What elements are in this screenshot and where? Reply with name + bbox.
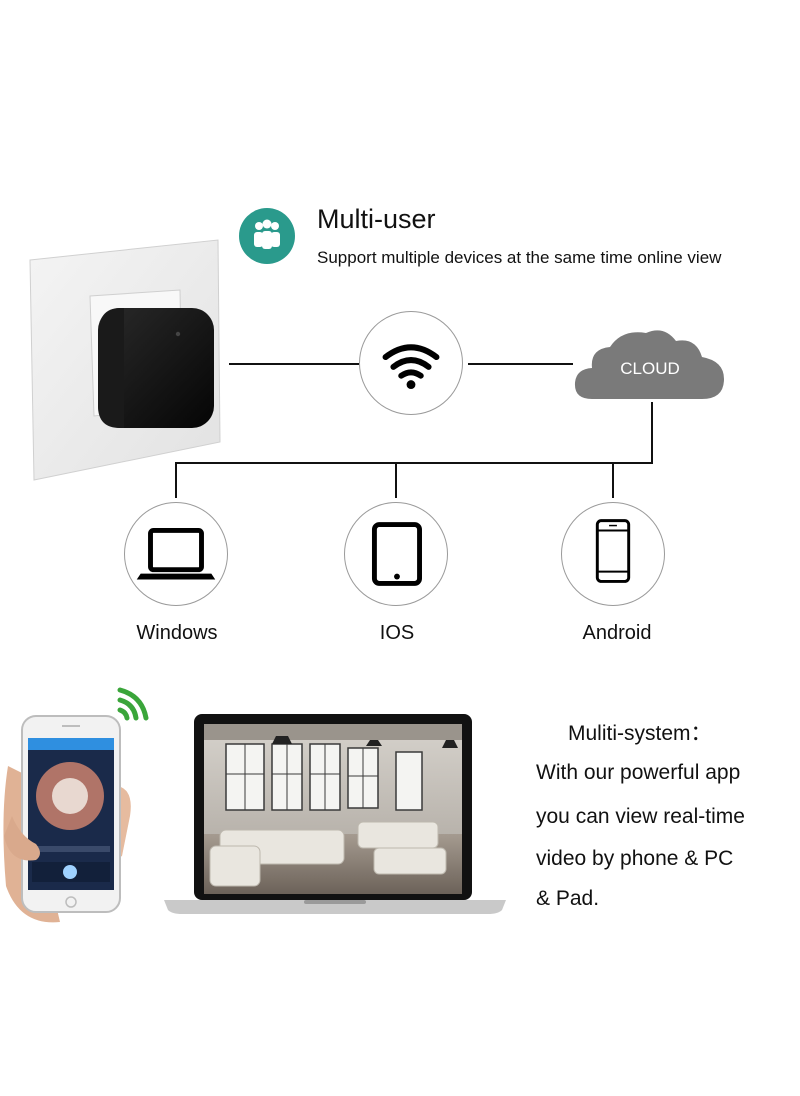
wifi-icon	[382, 344, 440, 389]
cloud-node: CLOUD	[572, 325, 728, 403]
android-node	[561, 502, 665, 606]
connector-socket-wifi	[229, 363, 359, 365]
page-title: Multi-user	[317, 204, 436, 234]
multi-system-line-1: With our powerful app	[536, 761, 741, 784]
tablet-icon	[371, 522, 422, 586]
connector-cloud-down	[651, 402, 653, 464]
connector-windows	[175, 462, 177, 498]
multi-user-icon	[239, 208, 295, 264]
phone-app-image	[0, 686, 150, 926]
page-subtitle: Support multiple devices at the same tim…	[317, 248, 722, 267]
wifi-node	[359, 311, 463, 415]
device-label-windows: Windows	[136, 622, 218, 644]
device-label-android: Android	[582, 622, 652, 644]
ios-node	[344, 502, 448, 606]
laptop-icon	[136, 528, 216, 580]
wall-socket-camera-image	[28, 236, 224, 482]
wifi-signal-icon	[117, 687, 149, 721]
cloud-icon	[574, 330, 724, 399]
device-label-ios: IOS	[379, 622, 415, 644]
connector-ios	[395, 462, 397, 498]
laptop-live-view-image	[164, 714, 506, 914]
connector-wifi-cloud	[468, 363, 573, 365]
connector-android	[612, 462, 614, 498]
windows-node	[124, 502, 228, 606]
cloud-label: CLOUD	[620, 359, 680, 378]
multi-system-title: Muliti-system：	[568, 722, 712, 745]
multi-system-line-4: & Pad.	[536, 887, 600, 910]
multi-system-line-3: video by phone & PC	[536, 847, 734, 870]
connector-bus	[175, 462, 653, 464]
phone-icon	[595, 519, 631, 583]
multi-system-line-2: you can view real-time	[536, 805, 745, 828]
